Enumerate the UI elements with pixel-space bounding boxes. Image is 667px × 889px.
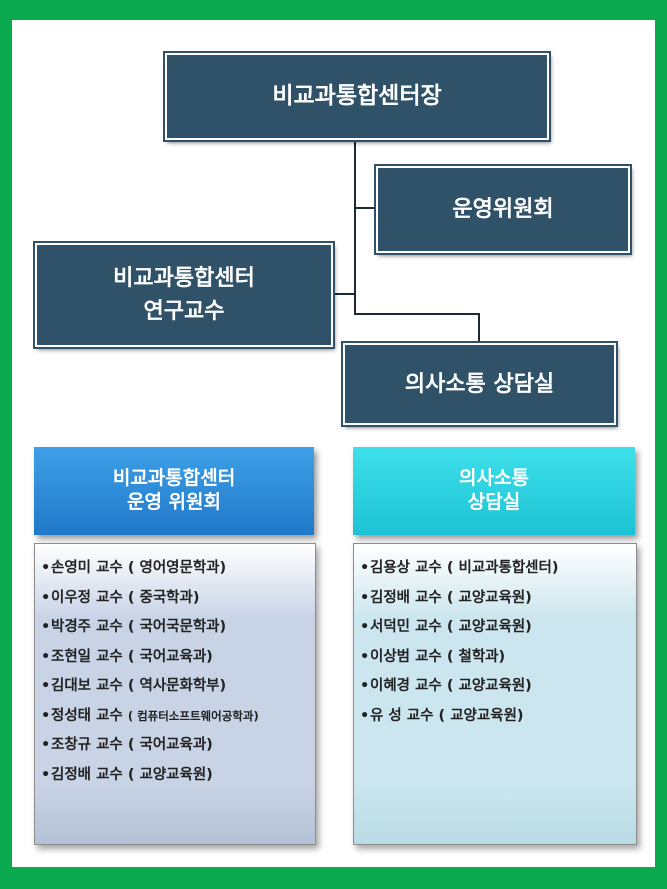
- list-item: •이혜경 교수 ( 교양교육원): [360, 678, 532, 694]
- member-dept: ( 국어국문학과): [127, 619, 227, 635]
- member-name: 김용상 교수: [370, 560, 442, 576]
- member-dept: ( 비교과통합센터): [446, 560, 559, 576]
- member-dept: ( 철학과): [446, 648, 506, 665]
- member-name: 정성태 교수: [51, 707, 123, 724]
- list-item: •이상범 교수 ( 철학과): [360, 648, 506, 665]
- counseling-member-panel: •김용상 교수 ( 비교과통합센터) •김정배 교수 ( 교양교육원) •서덕민…: [353, 543, 637, 845]
- director-box: 비교과통합센터장: [163, 51, 551, 142]
- connector-bottom-h: [354, 313, 480, 315]
- list-item: •김정배 교수 ( 교양교육원): [41, 766, 213, 783]
- committee-member-list: •손영미 교수 ( 영어영문학과) •이우정 교수 ( 중국학과) •박경주 교…: [35, 544, 315, 790]
- member-name: 박경주 교수: [51, 619, 123, 635]
- list-item: •김용상 교수 ( 비교과통합센터): [360, 560, 559, 576]
- list-item: •정성태 교수 ( 컴퓨터소프트웨어공학과): [41, 707, 259, 724]
- member-dept: ( 교양교육원): [127, 766, 213, 783]
- member-dept: ( 국어교육과): [127, 737, 213, 753]
- list-item: •박경주 교수 ( 국어국문학과): [41, 619, 227, 635]
- list-item: •김대보 교수 ( 역사문화학부): [41, 678, 227, 694]
- counseling-office-box: 의사소통 상담실: [341, 341, 618, 427]
- list-item: •서덕민 교수 ( 교양교육원): [360, 619, 532, 635]
- member-name: 조현일 교수: [51, 648, 123, 665]
- member-name: 김정배 교수: [51, 766, 123, 783]
- list-item: •조현일 교수 ( 국어교육과): [41, 648, 213, 665]
- member-dept: ( 교양교육원): [438, 707, 524, 724]
- member-dept: ( 국어교육과): [127, 648, 213, 665]
- member-name: 조창규 교수: [51, 737, 123, 753]
- list-item: •손영미 교수 ( 영어영문학과): [41, 560, 227, 576]
- member-name: 이혜경 교수: [370, 678, 442, 694]
- committee-section-header: 비교과통합센터 운영 위원회: [34, 447, 314, 535]
- research-professor-box: 비교과통합센터 연구교수: [33, 241, 335, 349]
- member-name: 김정배 교수: [370, 589, 442, 606]
- member-name: 유 성 교수: [370, 707, 434, 724]
- member-dept: ( 중국학과): [127, 589, 200, 606]
- counseling-section-header: 의사소통 상담실: [353, 447, 635, 535]
- member-dept: ( 교양교육원): [446, 678, 532, 694]
- list-item: •이우정 교수 ( 중국학과): [41, 589, 200, 606]
- connector-counseling: [478, 313, 480, 343]
- member-name: 이상범 교수: [370, 648, 442, 665]
- list-item: •유 성 교수 ( 교양교육원): [360, 707, 524, 724]
- connector-committee: [354, 207, 376, 209]
- connector-trunk: [354, 138, 356, 314]
- counseling-member-list: •김용상 교수 ( 비교과통합센터) •김정배 교수 ( 교양교육원) •서덕민…: [354, 544, 636, 731]
- member-dept: ( 교양교육원): [446, 619, 532, 635]
- list-item: •김정배 교수 ( 교양교육원): [360, 589, 532, 606]
- member-name: 서덕민 교수: [370, 619, 442, 635]
- member-name: 손영미 교수: [51, 560, 123, 576]
- member-name: 이우정 교수: [51, 589, 123, 606]
- connector-research: [330, 293, 355, 295]
- list-item: •조창규 교수 ( 국어교육과): [41, 737, 213, 753]
- member-dept: ( 컴퓨터소프트웨어공학과): [127, 708, 259, 723]
- committee-box: 운영위원회: [374, 164, 632, 255]
- member-name: 김대보 교수: [51, 678, 123, 694]
- member-dept: ( 역사문화학부): [127, 678, 227, 694]
- member-dept: ( 교양교육원): [446, 589, 532, 606]
- member-dept: ( 영어영문학과): [127, 560, 227, 576]
- committee-member-panel: •손영미 교수 ( 영어영문학과) •이우정 교수 ( 중국학과) •박경주 교…: [34, 543, 316, 845]
